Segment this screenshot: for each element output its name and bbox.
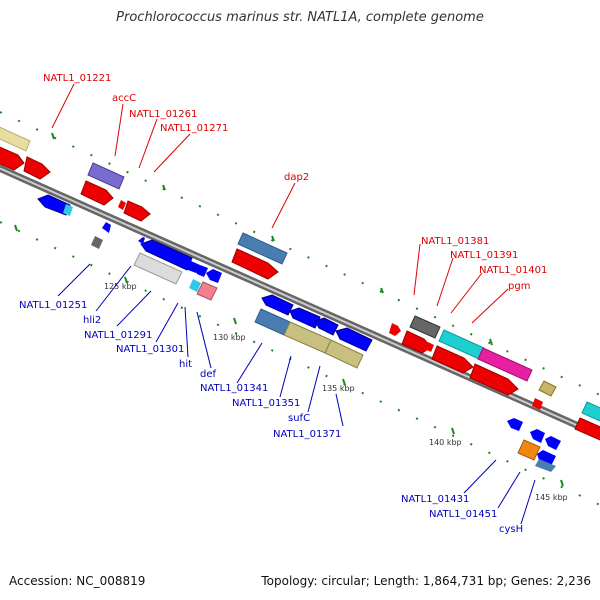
gene-block-steelblue[interactable] [237, 232, 288, 265]
gene-label[interactable]: NATL1_01451 [429, 509, 497, 520]
gene-block-olive[interactable] [324, 339, 364, 369]
scale-labels: 125 kbp 130 kbp 135 kbp 140 kbp 145 kbp [104, 282, 568, 502]
gene-arrow-blue[interactable] [545, 436, 561, 450]
gene-label[interactable]: NATL1_01351 [232, 398, 300, 409]
gene-arrow-red[interactable] [401, 330, 432, 354]
gene-arrow-blue[interactable] [206, 269, 222, 283]
gene-arrow-blue[interactable] [335, 327, 373, 352]
gene-label[interactable]: dap2 [284, 172, 309, 183]
gene-arrow-red[interactable] [231, 248, 279, 280]
major-ticks [14, 132, 564, 487]
reverse-gene-labels: NATL1_01251 hli2 NATL1_01291 NATL1_01301… [19, 300, 523, 535]
accession-label: Accession: NC_008819 [9, 574, 146, 588]
gene-label[interactable]: NATL1_01341 [200, 383, 268, 394]
gene-block-purple[interactable] [87, 162, 125, 190]
forward-strand-genes [0, 125, 600, 441]
gene-arrow-red[interactable] [425, 342, 434, 352]
gene-label[interactable]: NATL1_01371 [273, 429, 341, 440]
scale-label: 140 kbp [429, 438, 462, 447]
gene-block-skyblue[interactable] [189, 279, 201, 292]
gene-arrow-red[interactable] [431, 345, 474, 374]
gene-arrow-red[interactable] [123, 200, 151, 222]
gene-arrow-blue[interactable] [289, 307, 321, 329]
gene-block-gray[interactable] [409, 315, 441, 339]
gene-label[interactable]: def [200, 369, 217, 380]
gene-arrow-red[interactable] [469, 363, 519, 396]
gene-block-orange[interactable] [517, 439, 541, 461]
gene-arrow-blue[interactable] [314, 317, 339, 336]
gene-arrow-blue[interactable] [261, 294, 294, 316]
forward-leader-lines [51, 83, 509, 324]
gene-label[interactable]: hit [179, 359, 192, 370]
gene-block-cyan[interactable] [581, 401, 600, 422]
gene-label[interactable]: sufC [288, 413, 310, 424]
gene-block-steelblue[interactable] [535, 459, 556, 472]
gene-arrow-blue[interactable] [530, 429, 545, 443]
gene-label[interactable]: NATL1_01221 [43, 73, 111, 84]
gene-label[interactable]: accC [112, 93, 136, 104]
gene-label[interactable]: NATL1_01381 [421, 236, 489, 247]
gene-label[interactable]: NATL1_01271 [160, 123, 228, 134]
gene-block-yellow[interactable] [0, 125, 31, 152]
gene-label[interactable]: hli2 [83, 315, 101, 326]
gene-label[interactable]: cysH [499, 524, 523, 535]
gene-arrow-blue[interactable] [194, 265, 208, 277]
gene-label[interactable]: pgm [508, 281, 530, 292]
gene-label[interactable]: NATL1_01431 [401, 494, 469, 505]
gene-arrow-red[interactable] [23, 156, 51, 180]
reverse-leader-lines [57, 263, 536, 525]
scale-label: 135 kbp [322, 384, 355, 393]
gene-arrow-red[interactable] [118, 200, 126, 210]
gene-arrow-blue[interactable] [102, 222, 111, 233]
scale-label: 145 kbp [535, 493, 568, 502]
gene-arrow-red[interactable] [532, 398, 543, 410]
gene-arrow-blue[interactable] [537, 450, 556, 466]
gene-label[interactable]: NATL1_01291 [84, 330, 152, 341]
gene-arrow-red[interactable] [574, 417, 600, 441]
gene-block-skyblue[interactable] [63, 204, 73, 216]
gene-arrow-red[interactable] [80, 180, 114, 206]
forward-gene-labels: NATL1_01221 accC NATL1_01261 NATL1_01271… [43, 73, 547, 292]
gene-block-gray[interactable] [91, 236, 103, 249]
genome-summary: Topology: circular; Length: 1,864,731 bp… [261, 574, 591, 588]
map-title: Prochlorococcus marinus str. NATL1A, com… [116, 10, 484, 25]
gene-arrow-blue[interactable] [138, 237, 145, 244]
gene-label[interactable]: NATL1_01251 [19, 300, 87, 311]
gene-arrow-red[interactable] [389, 323, 401, 336]
scale-label: 125 kbp [104, 282, 137, 291]
scale-label: 130 kbp [213, 333, 246, 342]
gene-label[interactable]: NATL1_01301 [116, 344, 184, 355]
gene-label[interactable]: NATL1_01261 [129, 109, 197, 120]
gene-block-lightgray[interactable] [133, 252, 183, 285]
gene-label[interactable]: NATL1_01401 [479, 265, 547, 276]
gene-arrow-blue[interactable] [507, 418, 523, 431]
reverse-strand-genes [37, 194, 561, 472]
gene-block-khaki[interactable] [538, 380, 557, 397]
gene-arrow-red[interactable] [0, 145, 25, 171]
gene-label[interactable]: NATL1_01391 [450, 250, 518, 261]
gene-block-magenta[interactable] [477, 347, 533, 382]
gene-block-pink[interactable] [196, 281, 218, 301]
gene-arrow-blue[interactable] [140, 239, 193, 271]
gene-arrow-blue[interactable] [37, 194, 71, 216]
